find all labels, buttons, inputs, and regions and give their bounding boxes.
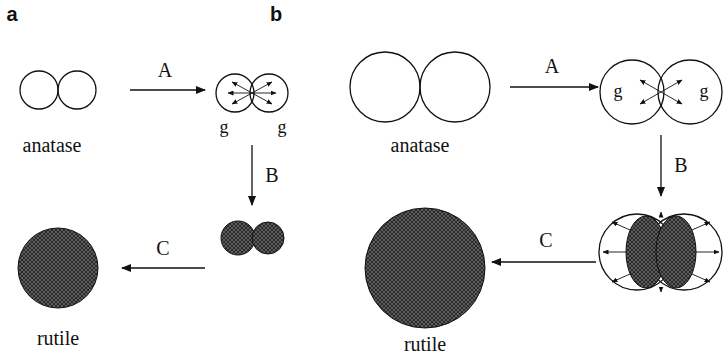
panel-letter: b xyxy=(270,3,282,25)
step-letter: B xyxy=(265,164,278,186)
step-letter: C xyxy=(156,237,169,259)
phase-label: rutile xyxy=(37,327,79,349)
grain-label: g xyxy=(278,118,287,138)
step-letter: A xyxy=(545,55,559,77)
grain-label: g xyxy=(220,118,229,138)
panel-letter: a xyxy=(6,3,17,25)
phase-label: rutile xyxy=(404,333,446,355)
phase-label: anatase xyxy=(23,134,82,156)
step-letter: C xyxy=(539,229,552,251)
grain-label: g xyxy=(700,82,709,102)
phase-label: anatase xyxy=(391,134,450,156)
grain-label: g xyxy=(614,82,623,102)
step-letter: A xyxy=(158,59,172,81)
step-letter: B xyxy=(674,154,687,176)
